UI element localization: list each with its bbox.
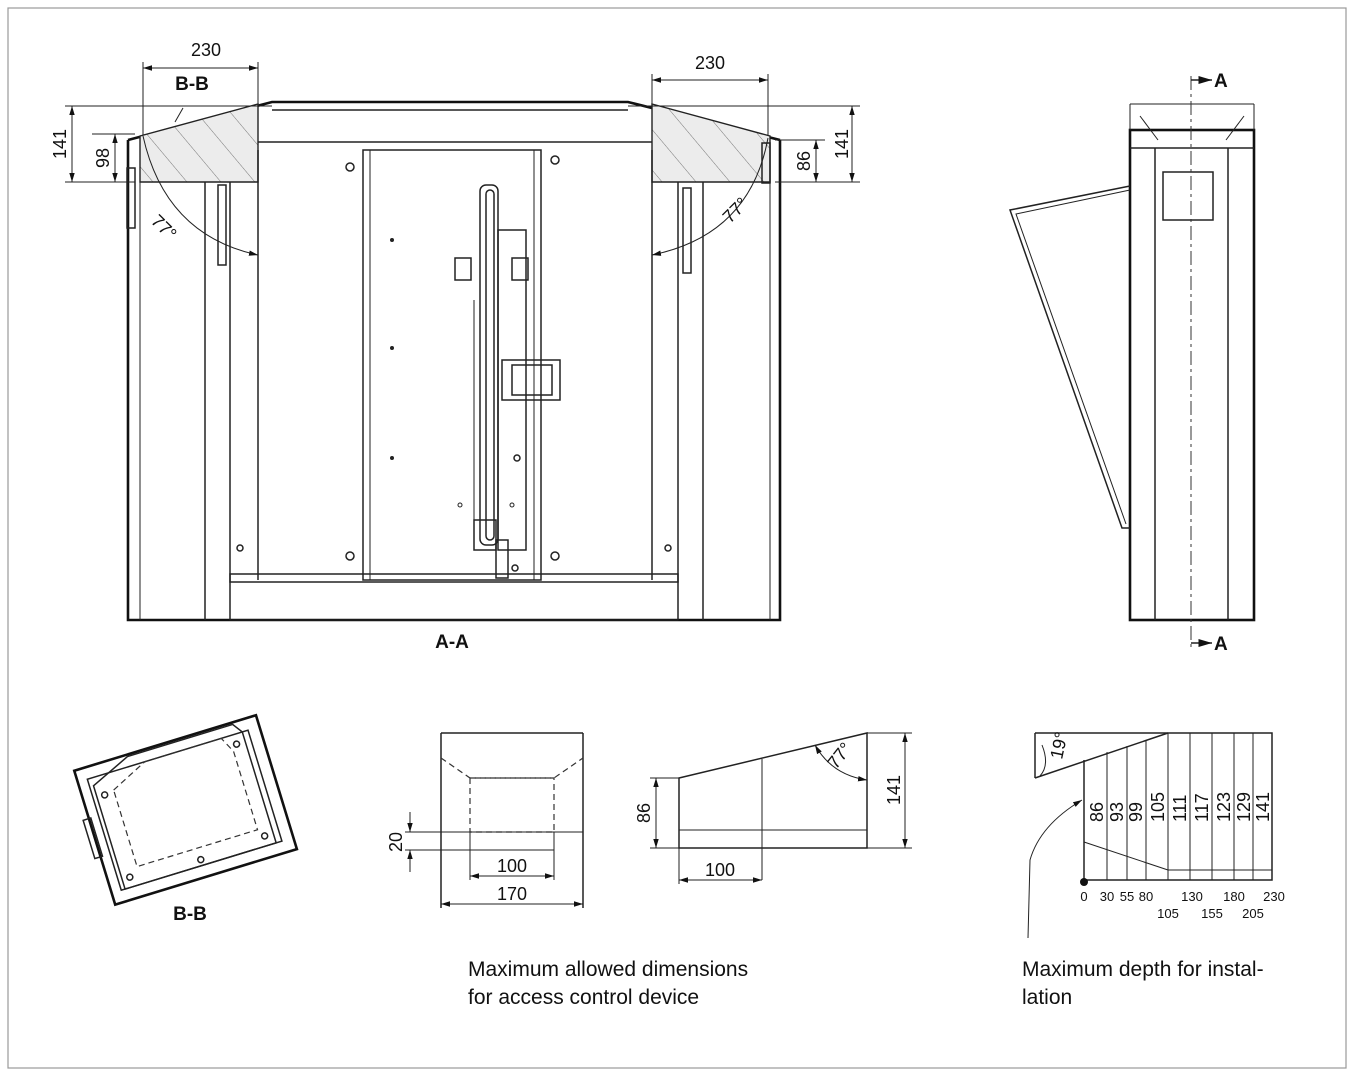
section-aa-view: 230 230 141 98 86 141 77° 77° B-B A-A [50,40,860,653]
dim-top-left-width: 230 [191,40,221,60]
dim-top-right-width: 230 [695,53,725,73]
installation-depth-caption-line-1: Maximum depth for instal- [1022,958,1264,981]
dim-left-inner-height: 98 [93,148,113,168]
dim-side-depth: 100 [705,860,735,880]
right-top-hatched-panel [651,103,771,183]
section-a-marker-bottom: A [1214,634,1228,655]
access-device-side-view: 86 141 100 77° [634,732,912,884]
section-bb-marker: B-B [175,74,209,95]
side-view: A A [1009,71,1256,655]
sheet-border [7,7,1347,1069]
installation-depth-caption: Maximum depth for instal- lation [1022,956,1264,1012]
depth-height-4: 111 [1170,795,1190,822]
dim-left-outer-height: 141 [50,129,70,159]
depth-columns [1106,733,1254,880]
depth-axis-upper-6: 230 [1263,889,1285,904]
dim-right-inner-height: 86 [794,151,814,171]
depth-axis-lower-2: 205 [1242,906,1264,921]
turnstile-mechanism [454,184,561,579]
depth-height-1: 93 [1107,802,1127,822]
dim-side-low-height: 86 [634,803,654,823]
depth-axis-upper-0: 0 [1080,889,1087,904]
depth-height-3: 105 [1148,792,1168,822]
bolts [236,155,672,572]
section-bb-view [72,713,299,907]
side-cabinet [1128,128,1256,622]
depth-height-0: 86 [1087,802,1107,822]
dim-side-high-height: 141 [884,775,904,805]
reader-window [1162,171,1214,221]
depth-height-6: 123 [1214,792,1234,822]
dim-side-angle: 77° [823,739,856,773]
section-a-marker-top: A [1214,71,1228,92]
depth-axis-upper-2: 55 [1120,889,1134,904]
dim-right-outer-height: 141 [832,129,852,159]
left-top-hatched-panel [139,103,259,183]
access-device-caption: Maximum allowed dimensions for access co… [468,956,748,1012]
depth-height-7: 129 [1234,792,1254,822]
access-device-front-view: 20 100 170 [386,732,584,908]
depth-axis-upper-3: 80 [1139,889,1153,904]
depth-height-8: 141 [1253,792,1273,822]
dim-front-slot-height: 20 [386,832,406,852]
depth-axis-lower-1: 155 [1201,906,1223,921]
dim-left-angle: 77° [147,211,180,244]
access-device-caption-line-2: for access control device [468,986,700,1009]
access-device-caption-line-1: Maximum allowed dimensions [468,958,749,981]
barrier-wing [1009,185,1131,529]
section-bb-label: B-B [173,904,207,925]
depth-axis-upper-1: 30 [1100,889,1114,904]
dim-front-outer-width: 170 [497,884,527,904]
depth-height-2: 99 [1126,802,1146,822]
depth-axis-lower-0: 105 [1157,906,1179,921]
dim-front-inner-width: 100 [497,856,527,876]
installation-depth-chart: 19° 86 93 99 105 111 117 123 129 141 0 3… [1027,730,1285,939]
dim-depth-angle: 19° [1046,730,1071,761]
installation-depth-caption-line-2: lation [1022,986,1073,1009]
section-aa-label: A-A [435,632,469,653]
depth-height-5: 117 [1192,793,1212,822]
depth-axis-upper-5: 180 [1223,889,1245,904]
depth-axis-upper-4: 130 [1181,889,1203,904]
